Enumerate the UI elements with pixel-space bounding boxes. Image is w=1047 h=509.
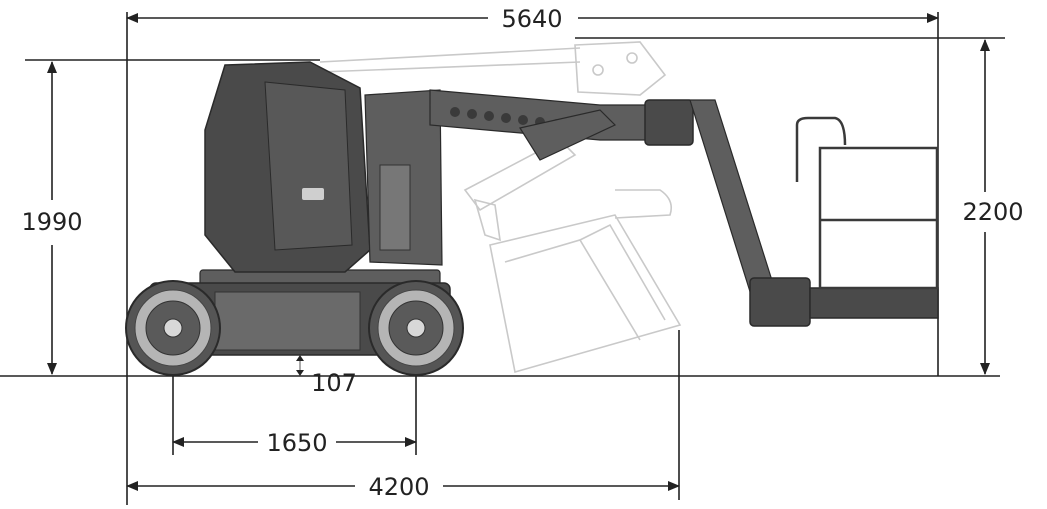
- boom-elbow: [644, 99, 694, 146]
- label-overall-length: 5640: [501, 5, 562, 33]
- brand-logo-badge: [302, 188, 324, 200]
- label-stowed-height: 1990: [21, 208, 82, 236]
- dimension-ground-clearance: 107: [296, 355, 357, 397]
- machine-chassis: [149, 269, 451, 356]
- dimension-stowed-height: 1990: [21, 61, 83, 375]
- basket-floor: [809, 287, 939, 319]
- dimension-stowed-length: 4200: [126, 473, 680, 501]
- label-max-height: 2200: [962, 198, 1023, 226]
- machine-boom: [429, 89, 811, 327]
- jib-arm: [689, 99, 776, 299]
- machine-turret: [204, 61, 443, 273]
- chassis-panel: [214, 291, 361, 351]
- dimension-overall-length: 5640: [126, 5, 939, 33]
- label-ground-clearance: 107: [311, 369, 357, 397]
- rear-wheel: [368, 280, 464, 376]
- stowed-position-ghost: [319, 41, 682, 374]
- label-stowed-length: 4200: [368, 473, 429, 501]
- platform-basket: [795, 116, 939, 319]
- label-wheelbase: 1650: [266, 429, 327, 457]
- dimension-wheelbase: 1650: [172, 429, 417, 457]
- front-wheel: [125, 280, 221, 376]
- platform-rotator: [749, 277, 811, 327]
- dimension-max-height: 2200: [962, 39, 1024, 375]
